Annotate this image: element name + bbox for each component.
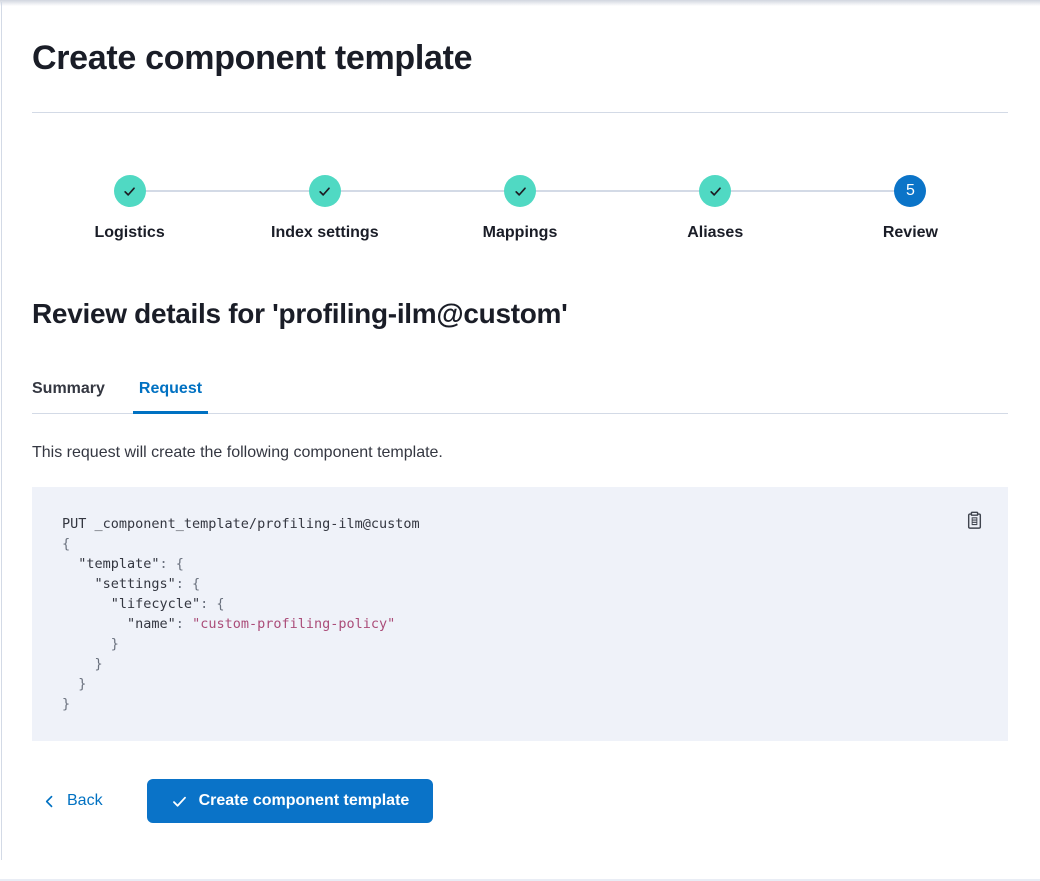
step-label: Logistics — [94, 224, 165, 241]
title-divider — [32, 112, 1008, 113]
chevron-left-icon — [42, 794, 57, 809]
copy-button[interactable] — [961, 507, 988, 534]
code-panel: PUT _component_template/profiling-ilm@cu… — [32, 487, 1008, 741]
step-label: Mappings — [482, 224, 558, 241]
step-index-settings[interactable]: Index settings — [227, 175, 422, 245]
step-label: Review — [882, 224, 938, 241]
check-icon — [171, 793, 188, 810]
step-aliases[interactable]: Aliases — [618, 175, 813, 245]
page-title: Create component template — [32, 39, 473, 77]
tabs: Summary Request — [32, 377, 1008, 414]
step-check-icon — [308, 175, 341, 207]
step-check-icon — [504, 175, 536, 207]
back-button-label: Back — [67, 792, 103, 809]
step-number-badge: 5 — [894, 175, 927, 207]
create-component-template-page: Create component template Logistics Index… — [32, 39, 1008, 823]
step-mappings[interactable]: Mappings — [422, 175, 617, 245]
step-check-icon — [113, 175, 146, 207]
clipboard-icon — [965, 511, 984, 533]
request-description: This request will create the following c… — [32, 444, 443, 461]
review-heading: Review details for 'profiling-ilm@custom… — [32, 298, 568, 329]
code-block: PUT _component_template/profiling-ilm@cu… — [62, 516, 420, 712]
create-component-template-button[interactable]: Create component template — [146, 779, 434, 823]
step-logistics[interactable]: Logistics — [32, 175, 227, 245]
step-label: Aliases — [687, 224, 744, 241]
tab-request[interactable]: Request — [132, 377, 209, 414]
step-check-icon — [699, 175, 732, 207]
left-border — [1, 2, 2, 860]
bottom-border — [0, 879, 1040, 881]
footer-actions: Back Create component template — [32, 779, 1008, 823]
create-button-label: Create component template — [198, 792, 410, 809]
back-button[interactable]: Back — [36, 784, 109, 818]
step-label: Index settings — [271, 224, 379, 241]
tab-summary[interactable]: Summary — [32, 377, 105, 413]
